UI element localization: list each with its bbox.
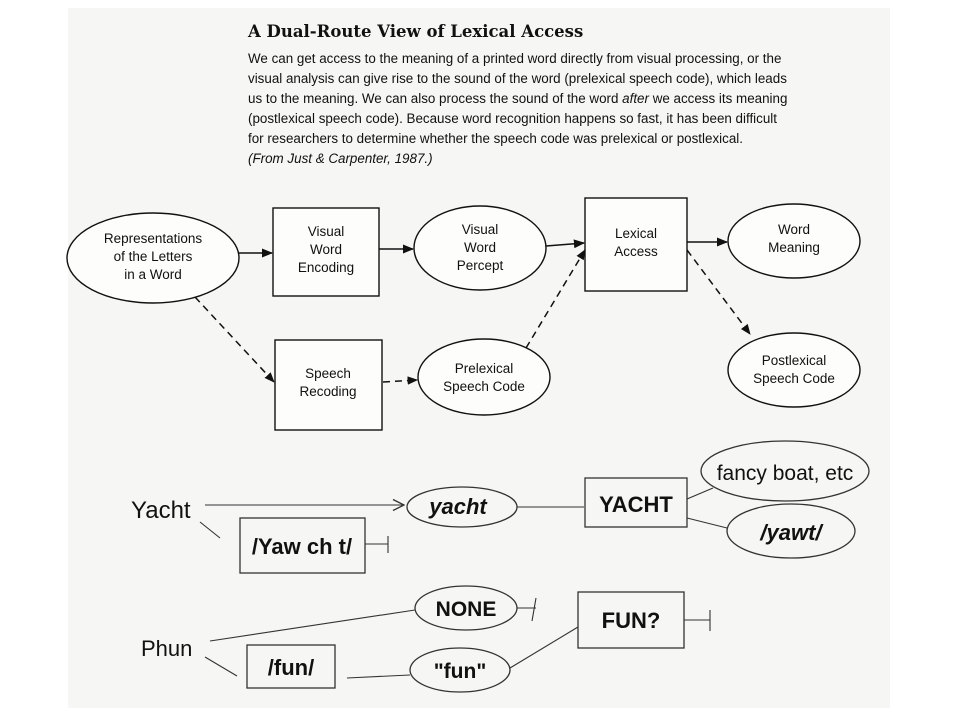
yacht-lexical-to-meaning <box>686 487 714 500</box>
caption-line-1: We can get access to the meaning of a pr… <box>248 51 782 66</box>
arrow-percept-to-lexical <box>545 239 586 249</box>
caption-citation-text: (From Just & Carpenter, 1987.) <box>248 151 433 166</box>
phun-recoded-box <box>246 644 336 689</box>
phun-sound-ellipse <box>409 647 511 693</box>
node-letters-shape <box>66 212 240 304</box>
yacht-meaning-ellipse <box>700 440 870 502</box>
yacht-meaning-text: fancy boat, etc <box>717 462 854 485</box>
yacht-percept-text: yacht <box>428 494 488 519</box>
yacht-word: Yacht <box>131 497 191 524</box>
node-prelexical-shape <box>417 338 551 416</box>
dashed-arrow-recoding-to-prelexical <box>382 376 419 385</box>
yacht-recoded-box <box>239 517 366 574</box>
caption-line-5: for researchers to determine whether the… <box>248 131 743 146</box>
yacht-line-to-recoded <box>199 521 221 539</box>
caption-line-3-tail: we access its meaning <box>648 91 788 106</box>
caption-citation: (From Just & Carpenter, 1987.) <box>248 150 860 167</box>
phun-recoded-to-sound <box>346 674 411 679</box>
yacht-lexical-text: YACHT <box>599 492 673 517</box>
yacht-recoded-text: /Yaw ch t/ <box>252 534 352 559</box>
figure-title: A Dual-Route View of Lexical Access <box>248 22 584 41</box>
node-visual-word-encoding-shape <box>272 207 380 297</box>
yacht-sound-text: /yawt/ <box>759 520 824 545</box>
caption-line-4: (postlexical speech code). Because word … <box>248 111 777 126</box>
phun-word: Phun <box>141 636 192 661</box>
caption-line-3: us to the meaning. We can also process t… <box>248 90 860 107</box>
yacht-sound-ellipse <box>726 503 856 559</box>
dashed-arrow-lexical-to-postlexical <box>686 249 751 335</box>
caption-line-2: visual analysis can give rise to the sou… <box>248 71 787 86</box>
phun-recoded-text: /fun/ <box>268 655 314 680</box>
phun-line-to-none <box>209 609 416 642</box>
phun-percept-text: NONE <box>436 598 497 621</box>
phun-lexical-text: FUN? <box>602 608 661 633</box>
node-postlexical-shape <box>727 332 861 408</box>
dashed-arrow-letters-to-recoding <box>194 296 275 383</box>
caption-emphasis: after <box>622 91 649 106</box>
caption-line-3-head: us to the meaning. We can also process t… <box>248 91 623 106</box>
phun-sound-to-lexical <box>509 626 579 669</box>
node-speech-recoding-shape <box>274 339 383 431</box>
phun-sound-text: "fun" <box>434 660 487 683</box>
phun-line-to-recoded <box>204 656 238 677</box>
node-lexical-access-shape <box>584 197 688 292</box>
yacht-lexical-box <box>584 477 688 528</box>
yacht-lexical-to-sound <box>686 517 728 529</box>
phun-none-block-bar <box>531 597 537 622</box>
